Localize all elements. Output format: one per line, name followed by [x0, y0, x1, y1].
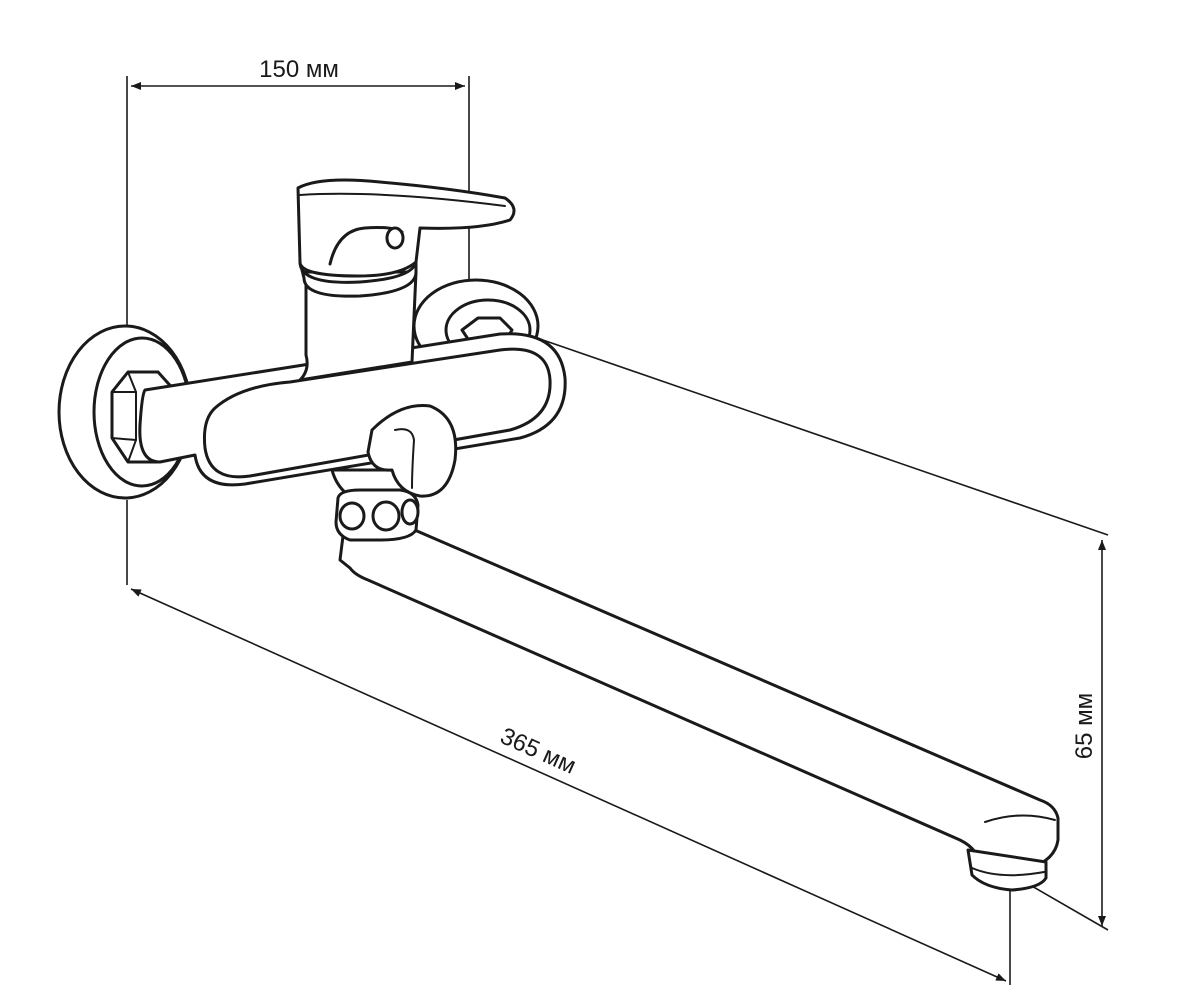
width-label: 150 мм	[259, 56, 339, 83]
spout-aerator	[966, 848, 1048, 892]
diverter-knob	[366, 404, 458, 498]
body-end-cap	[203, 347, 552, 479]
width-dimension: 150 мм	[126, 56, 470, 328]
height-dimension: 65 мм	[539, 338, 1109, 931]
diverter-knob-inner	[394, 428, 416, 489]
length-arrow-line	[130, 588, 1007, 982]
neck-collar	[298, 258, 418, 298]
swivel-ball-1	[338, 501, 366, 531]
swivel-ball-2	[371, 500, 401, 532]
height-extension-bottom	[1029, 884, 1109, 931]
handle-assembly	[296, 178, 516, 382]
lever-top-edge	[299, 192, 506, 207]
spout	[338, 518, 1060, 892]
left-hex-edge-2	[111, 391, 137, 441]
aerator-ring	[971, 867, 1045, 877]
height-label: 65 мм	[1071, 693, 1098, 759]
swivel-ball-3	[400, 498, 420, 526]
handle-neck	[298, 270, 418, 382]
swivel-joint	[334, 488, 420, 542]
height-extension-top	[539, 338, 1109, 536]
mixer-body	[138, 332, 567, 487]
spout-pipe	[338, 518, 1060, 870]
left-hex-edge	[127, 371, 137, 463]
lever-screw	[385, 226, 405, 250]
spout-end-detail	[984, 814, 1056, 823]
